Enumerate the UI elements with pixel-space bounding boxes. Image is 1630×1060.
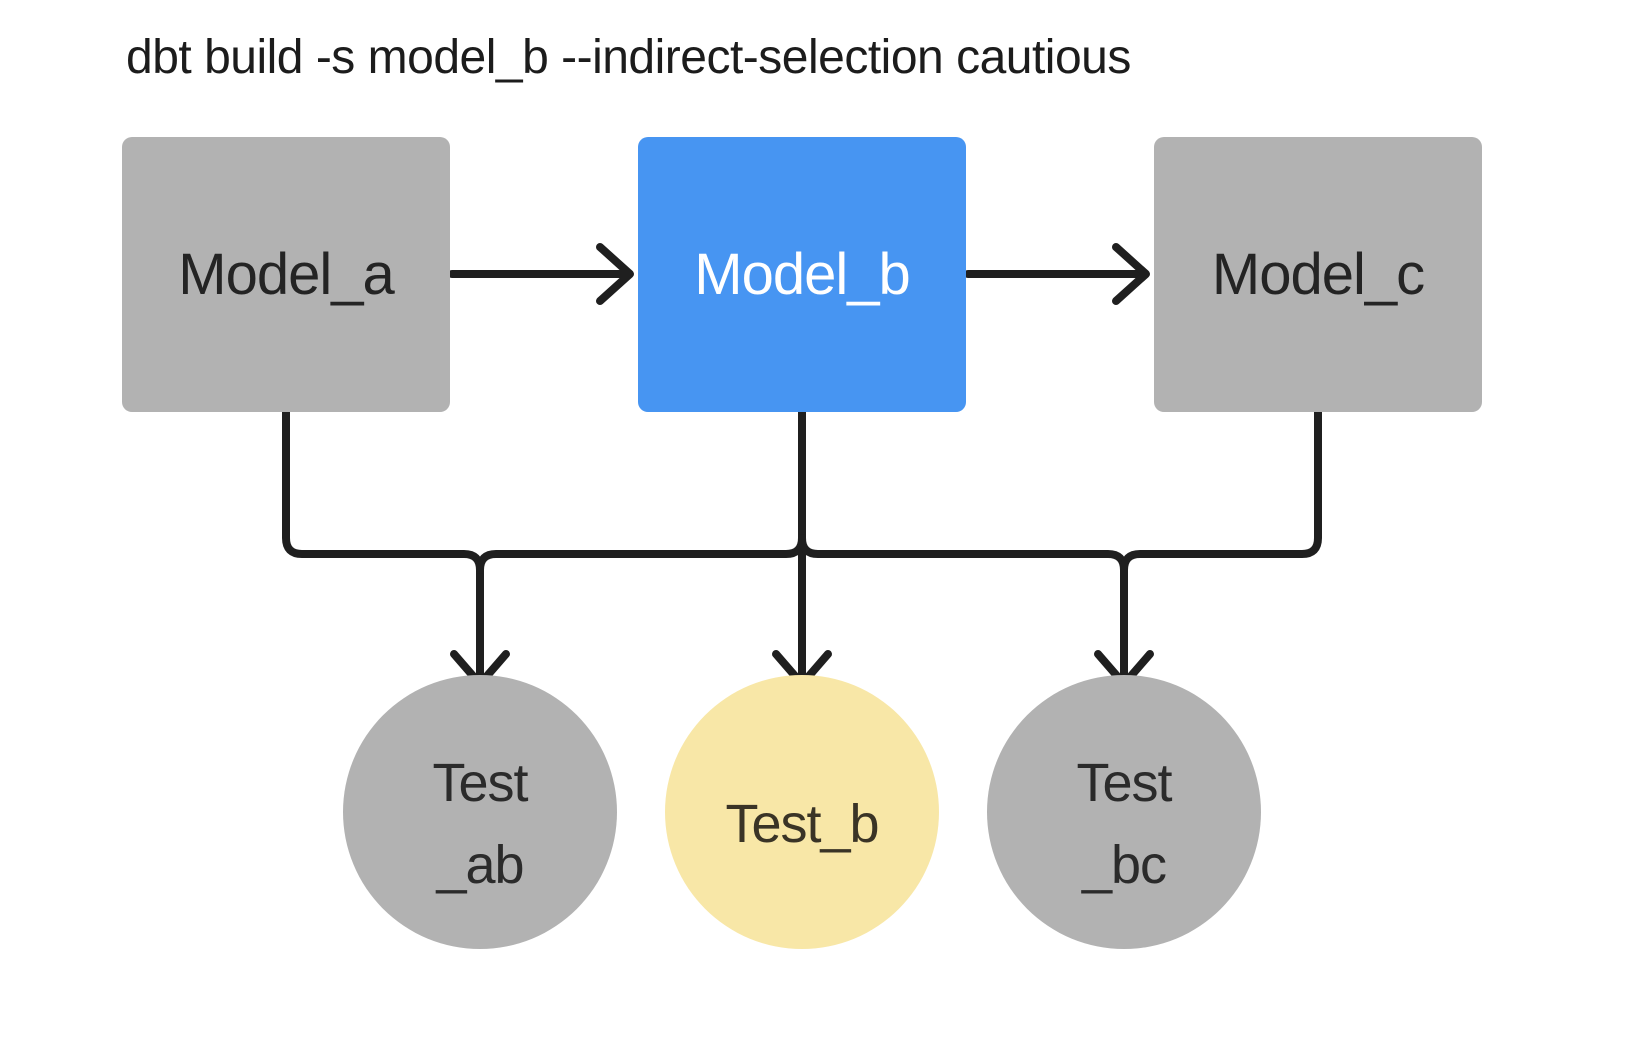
node-model-a-label: Model_a bbox=[178, 242, 394, 307]
node-test-ab-label-line1: Test bbox=[432, 753, 528, 813]
node-model-c: Model_c bbox=[1154, 137, 1482, 412]
arrowhead-model-b-to-model-c bbox=[1112, 243, 1150, 305]
node-model-b-selected: Model_b bbox=[638, 137, 966, 412]
node-model-b-label: Model_b bbox=[694, 242, 910, 307]
arrowhead-model-a-to-model-b bbox=[596, 243, 634, 305]
node-test-ab: Test _ab bbox=[343, 675, 617, 949]
edge-model-c-to-test-bc bbox=[1120, 408, 1322, 684]
node-test-bc: Test _bc bbox=[987, 675, 1261, 949]
node-test-ab-label-line2: _ab bbox=[436, 835, 524, 895]
edge-model-a-to-test-ab bbox=[282, 408, 484, 684]
node-test-b-label: Test_b bbox=[725, 794, 879, 854]
node-test-bc-label-line1: Test bbox=[1076, 753, 1172, 813]
edge-model-b-to-test-bc bbox=[798, 534, 1128, 574]
node-model-a: Model_a bbox=[122, 137, 450, 412]
node-model-c-label: Model_c bbox=[1211, 242, 1425, 307]
diagram-title: dbt build -s model_b --indirect-selectio… bbox=[126, 31, 1131, 84]
edge-model-b-to-test-ab bbox=[476, 534, 806, 574]
node-test-bc-label-line2: _bc bbox=[1081, 835, 1167, 895]
node-test-b-indirect-selected: Test_b bbox=[665, 675, 939, 949]
